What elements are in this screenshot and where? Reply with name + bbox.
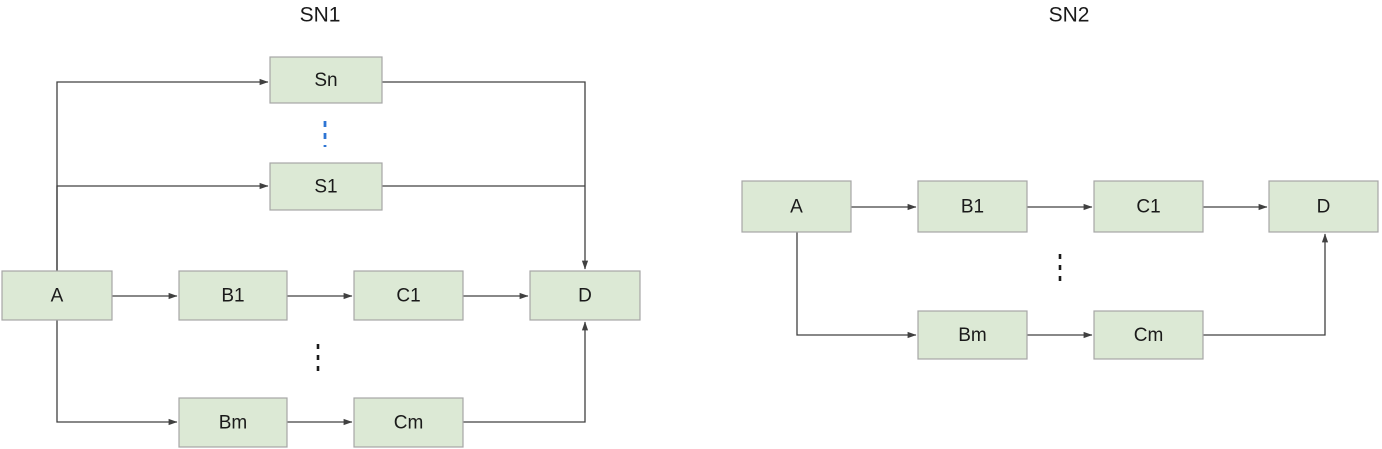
node-sn2-c1[interactable]: C1 [1093,180,1204,233]
node-box-sn2-b1[interactable] [917,180,1028,233]
node-label-sn1-c1: C1 [396,286,420,307]
node-sn1-cm[interactable]: Cm [353,397,464,448]
edge-sn1-a-to-bm [56,320,178,426]
node-sn1-c1[interactable]: C1 [353,270,464,321]
node-box-sn2-bm[interactable] [917,310,1028,360]
node-box-sn1-sn[interactable] [269,56,383,104]
node-label-sn2-c1: C1 [1136,197,1160,218]
node-sn1-d[interactable]: D [529,270,641,321]
edges-layer [56,78,1329,426]
panel-titles-layer: SN1 SN2 [300,4,1090,27]
node-sn1-bm[interactable]: Bm [178,397,288,448]
edge-sn2-a-to-bm [796,232,917,339]
node-box-sn2-a[interactable] [741,180,852,233]
node-label-sn2-b1: B1 [961,197,984,218]
node-sn2-b1[interactable]: B1 [917,180,1028,233]
node-sn2-d[interactable]: D [1268,180,1379,233]
node-label-sn2-a: A [790,197,803,218]
node-sn1-sn[interactable]: Sn [269,56,383,104]
node-box-sn1-cm[interactable] [353,397,464,448]
panel-title-sn1: SN1 [300,4,341,27]
node-sn2-a[interactable]: A [741,180,852,233]
node-label-sn1-a: A [51,286,64,307]
panel-title-sn2: SN2 [1049,4,1090,27]
node-box-sn1-bm[interactable] [178,397,288,448]
node-sn1-b1[interactable]: B1 [178,270,288,321]
node-label-sn1-b1: B1 [221,286,244,307]
node-sn2-cm[interactable]: Cm [1093,310,1204,360]
edge-sn1-a-to-s1 [56,182,269,271]
node-box-sn1-c1[interactable] [353,270,464,321]
node-label-sn1-sn: Sn [314,70,337,91]
ellipsis-markers-layer [316,121,1062,371]
node-label-sn1-bm: Bm [219,413,248,434]
node-label-sn2-bm: Bm [958,325,987,346]
node-box-sn1-b1[interactable] [178,270,288,321]
edge-sn1-cm-to-d [463,321,589,423]
node-sn1-a[interactable]: A [1,270,113,321]
edge-sn1-a-to-sn [56,78,269,271]
node-label-sn1-cm: Cm [394,413,424,434]
node-label-sn1-s1: S1 [314,177,337,198]
node-box-sn2-c1[interactable] [1093,180,1204,233]
node-box-sn1-d[interactable] [529,270,641,321]
node-label-sn1-d: D [578,286,592,307]
node-sn2-bm[interactable]: Bm [917,310,1028,360]
node-box-sn2-cm[interactable] [1093,310,1204,360]
node-box-sn1-s1[interactable] [269,162,383,211]
edge-sn1-sn-to-d [382,81,589,270]
edge-sn2-cm-to-d [1203,233,1329,336]
node-sn1-s1[interactable]: S1 [269,162,383,211]
node-box-sn1-a[interactable] [1,270,113,321]
node-box-sn2-d[interactable] [1268,180,1379,233]
node-label-sn2-cm: Cm [1134,325,1164,346]
node-label-sn2-d: D [1317,197,1331,218]
